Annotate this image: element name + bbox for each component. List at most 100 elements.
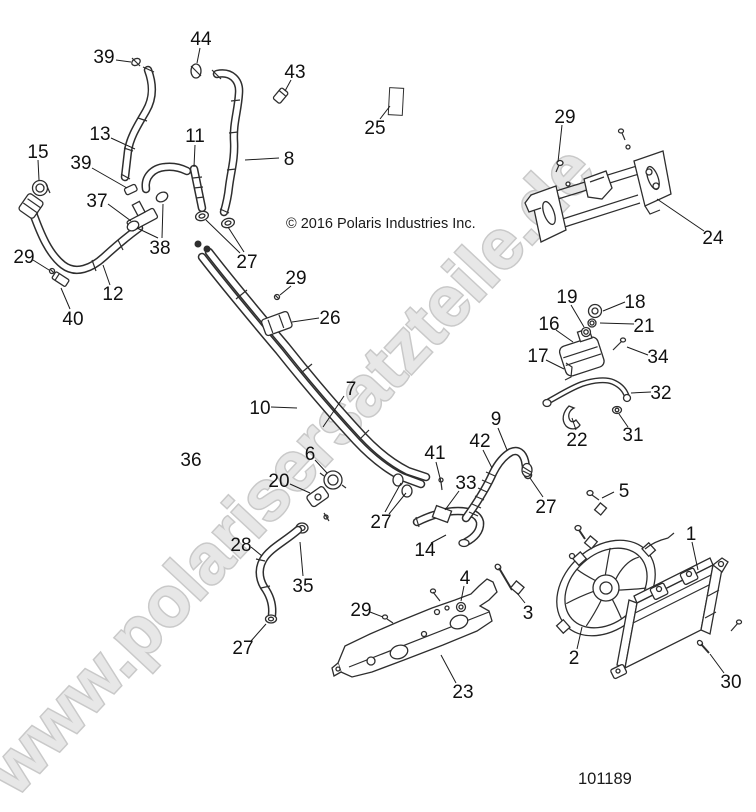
callout-leader-37 [107, 203, 132, 222]
callout-leader-32 [630, 391, 652, 394]
callout-leader-27 [529, 477, 544, 498]
callout-leader-21 [599, 322, 635, 325]
callout-16: 16 [538, 314, 559, 335]
clamp-15-illustration [31, 179, 51, 197]
callout-13: 13 [89, 124, 110, 145]
fitting-43-illustration [272, 87, 289, 104]
callout-41: 41 [424, 443, 445, 464]
ypipe-14-illustration [416, 451, 533, 548]
callout-20: 20 [268, 471, 289, 492]
heat-shield-23-illustration [331, 563, 525, 678]
copyright-notice: © 2016 Polaris Industries Inc. [286, 216, 476, 232]
callout-leader-40 [60, 287, 71, 310]
callout-26: 26 [319, 308, 340, 329]
callout-31: 31 [622, 425, 643, 446]
callout-leader-22 [571, 417, 577, 431]
callout-leader-11 [193, 144, 196, 168]
callout-29: 29 [350, 600, 371, 621]
callout-15: 15 [27, 142, 48, 163]
misc-hardware-illustration [48, 267, 743, 654]
diagram-number: 101189 [578, 770, 632, 788]
callout-42: 42 [469, 431, 490, 452]
callout-leader-25 [379, 105, 391, 120]
callout-leader-33 [444, 490, 460, 511]
clamp-27-pair-illustration [194, 210, 236, 229]
callout-17: 17 [527, 346, 548, 367]
callout-19: 19 [556, 287, 577, 308]
vent-pipe-32-illustration [542, 380, 632, 408]
hose-8-illustration [211, 70, 240, 213]
callout-39: 39 [70, 153, 91, 174]
callout-9: 9 [491, 409, 502, 430]
callout-leader-7 [322, 395, 345, 428]
pad-25-illustration [387, 87, 405, 116]
hose-28-illustration [256, 530, 298, 624]
callout-34: 34 [647, 347, 669, 368]
callout-leader-6 [314, 459, 328, 474]
callout-27: 27 [535, 497, 556, 518]
callout-18: 18 [624, 292, 645, 313]
callout-27: 27 [236, 252, 257, 273]
callout-38: 38 [149, 238, 170, 259]
hose-12-illustration [18, 193, 139, 271]
clamp-38-illustration [126, 191, 169, 232]
fan-2-illustration [555, 532, 675, 637]
callout-leader-2 [576, 626, 583, 650]
nut-31-illustration [611, 405, 623, 415]
callout-leader-1 [691, 541, 699, 571]
callout-leader-10 [270, 406, 298, 409]
callout-leader-19 [570, 304, 585, 328]
callout-43: 43 [284, 62, 305, 83]
callout-leader-29 [557, 124, 563, 163]
callout-44: 44 [190, 29, 212, 50]
callout-leader-27 [250, 623, 267, 642]
callout-39: 39 [93, 47, 114, 68]
bracket-22-illustration [562, 405, 581, 430]
callout-3: 3 [523, 603, 534, 624]
callout-leader-9 [497, 427, 508, 451]
callout-leader-15 [37, 159, 40, 181]
callout-leader-44 [196, 47, 201, 64]
hose-11-illustration [146, 167, 204, 208]
watermark: www.polarisersatzteile.de [0, 131, 609, 809]
fitting-37-illustration [126, 200, 159, 232]
callout-10: 10 [249, 398, 270, 419]
callout-leader-34 [626, 346, 649, 356]
clamp-39-mid-illustration [123, 183, 138, 196]
callout-21: 21 [633, 316, 654, 337]
callout-leader-8 [244, 157, 280, 161]
bracket-26-illustration [260, 293, 293, 337]
callout-11: 11 [185, 126, 205, 147]
callout-30: 30 [720, 672, 741, 693]
callout-24: 24 [702, 228, 724, 249]
callout-leader-20 [289, 483, 311, 494]
callout-leader-23 [440, 654, 457, 684]
callout-leader-13 [110, 137, 136, 150]
callout-leader-16 [555, 329, 574, 343]
callout-leader-31 [618, 413, 629, 428]
callout-29: 29 [13, 247, 34, 268]
callout-14: 14 [414, 540, 436, 561]
callout-leader-18 [602, 301, 626, 312]
callout-leader-30 [709, 653, 725, 674]
callout-leader-4 [460, 585, 465, 602]
clamp-44-illustration [190, 63, 202, 79]
fitting-20-illustration [306, 486, 330, 522]
callout-5: 5 [619, 481, 630, 502]
thermostat-6-illustration [319, 470, 347, 490]
callout-28: 28 [230, 535, 251, 556]
reservoir-illustration [558, 303, 605, 381]
callout-37: 37 [86, 191, 107, 212]
callout-6: 6 [305, 444, 316, 465]
callout-leader-27 [384, 482, 402, 513]
callout-leader-38 [161, 203, 164, 239]
callout-leader-38 [136, 227, 159, 239]
callout-1: 1 [686, 524, 697, 545]
callout-27: 27 [370, 512, 391, 533]
callout-leader-27 [227, 226, 245, 253]
callout-leader-3 [516, 592, 526, 604]
callout-40: 40 [62, 309, 83, 330]
callout-leader-39 [115, 59, 132, 63]
